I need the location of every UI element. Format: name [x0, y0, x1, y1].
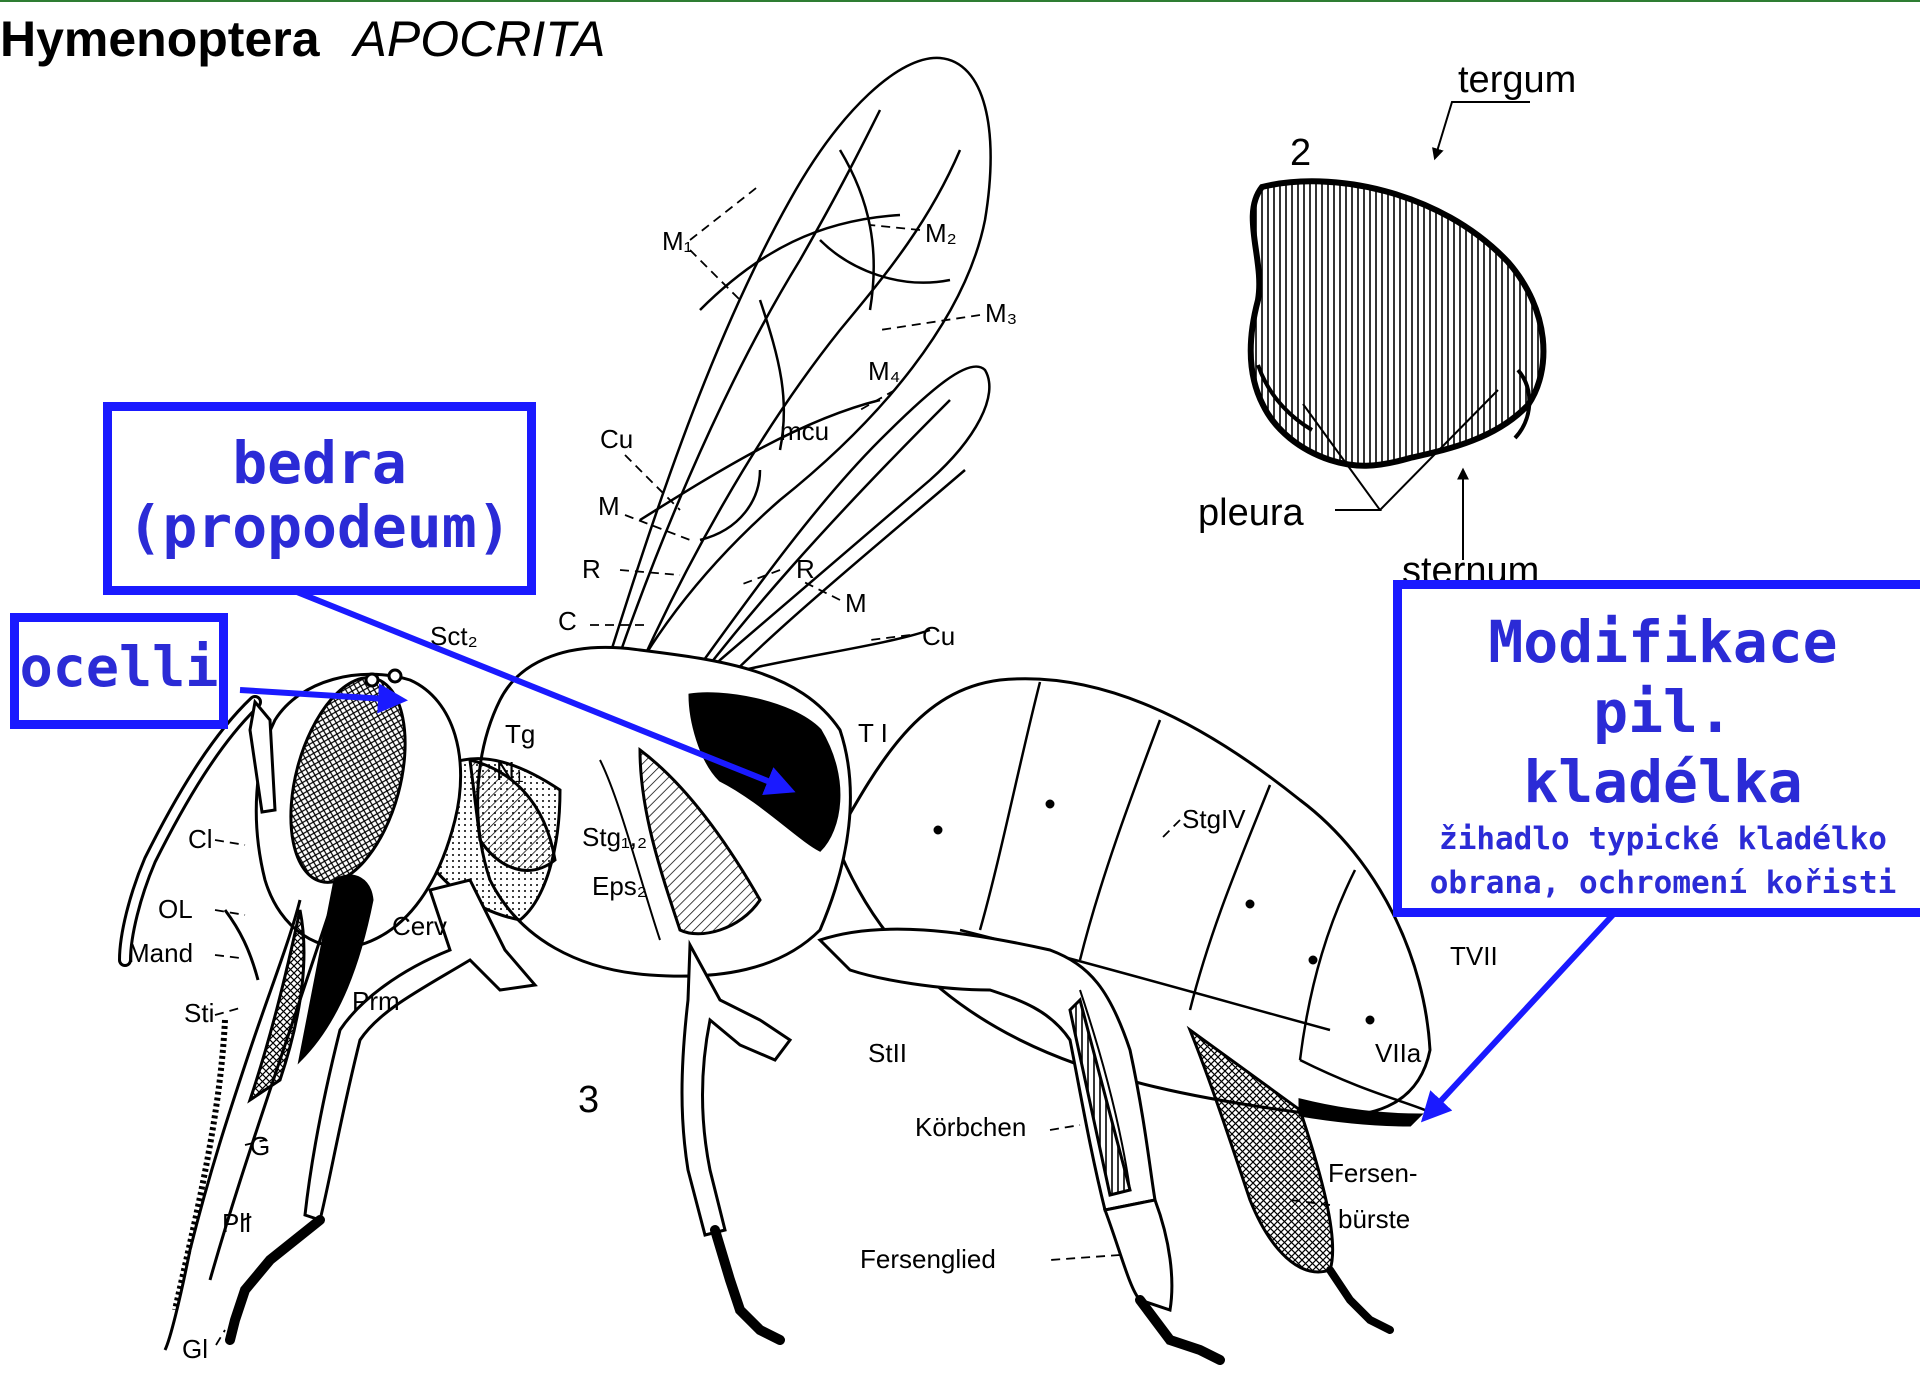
label-mcu: mcu [780, 416, 829, 446]
label-Sti: Sti [184, 998, 214, 1028]
pleura-label: pleura [1198, 492, 1304, 534]
label-Cu-hind: Cu [922, 621, 955, 651]
ovipositor-callout-line3: žihadlo typické kladélko [1402, 817, 1920, 861]
label-T1: T I [858, 718, 888, 748]
label-R: R [582, 554, 601, 584]
label-G: G [250, 1131, 270, 1161]
label-Fersenglied: Fersenglied [860, 1244, 996, 1274]
label-C: C [558, 606, 577, 636]
label-TVII: TVII [1450, 941, 1498, 971]
label-R-hind: R [796, 554, 815, 584]
label-M2: M₂ [925, 218, 957, 248]
segment-ring [1251, 181, 1544, 465]
label-VIIa: VIIa [1375, 1038, 1422, 1068]
ovipositor-callout-line2: kladélka [1402, 747, 1920, 817]
ocelli-callout: ocelli [10, 613, 228, 729]
label-Eps2: Eps₂ [592, 871, 647, 901]
label-StgIV: StgIV [1182, 804, 1246, 834]
thorax-cross-section: 2 tergum pleura sternum [1198, 59, 1576, 592]
ocelli-callout-text: ocelli [19, 622, 219, 712]
propodeum-callout: bedra (propodeum) [103, 402, 536, 595]
label-Pll: Pll [222, 1208, 251, 1238]
label-Tg: Tg [505, 719, 535, 749]
label-N1: N₁ [496, 756, 524, 786]
label-Mand: Mand [128, 938, 193, 968]
label-Fersen: Fersen- [1328, 1158, 1418, 1188]
label-Cl: Cl [188, 824, 213, 854]
label-M-hind: M [845, 588, 867, 618]
label-M4: M₄ [868, 356, 900, 386]
label-Cu: Cu [600, 424, 633, 454]
label-Cerv: Cerv [392, 911, 447, 941]
label-Prm: Prm [352, 986, 400, 1016]
label-M3: M₃ [985, 298, 1017, 328]
label-burste: bürste [1338, 1204, 1410, 1234]
label-Stg12: Stg₁,₂ [582, 822, 647, 852]
tergum-arrow [1435, 102, 1530, 158]
figure-3-number: 3 [578, 1079, 599, 1121]
bee-body [125, 647, 1430, 1360]
label-StII: StII [868, 1038, 907, 1068]
ovipositor-callout-line4: obrana, ochromení kořisti [1402, 861, 1920, 905]
label-Korbchen: Körbchen [915, 1112, 1026, 1142]
label-M: M [598, 491, 620, 521]
ovipositor-callout-line1: Modifikace pil. [1402, 607, 1920, 747]
ovipositor-callout: Modifikace pil. kladélka žihadlo typické… [1393, 580, 1920, 917]
label-OL: OL [158, 894, 193, 924]
figure-2-number: 2 [1290, 132, 1311, 174]
propodeum-callout-line2: (propodeum) [112, 495, 527, 559]
propodeum-callout-line1: bedra [112, 431, 527, 495]
label-Gl: Gl [182, 1334, 208, 1364]
sting-arrow [1425, 905, 1622, 1118]
tergum-label: tergum [1458, 59, 1576, 101]
label-M1: M₁ [662, 226, 693, 256]
